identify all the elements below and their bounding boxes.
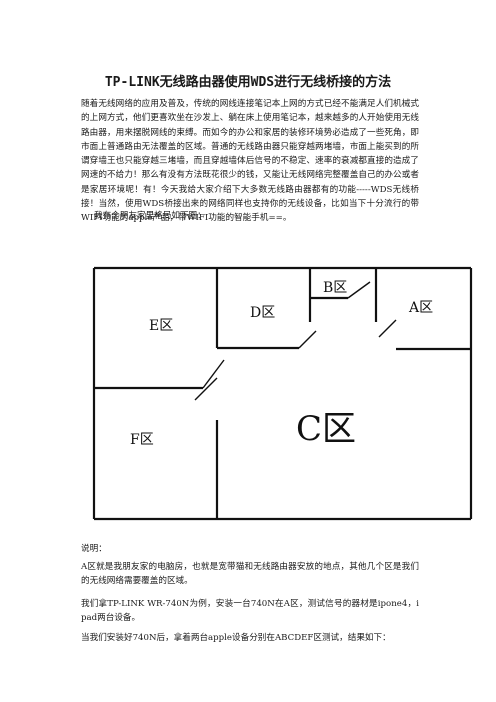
zone-label-e: E区 (149, 318, 173, 334)
layout-intro-paragraph: 我有个朋友家里格局如下图： (94, 211, 206, 221)
note-zone-a-paragraph: A区就是我朋友家的电脑房，也就是宽带猫和无线路由器安放的地点，其他几个区是我们的… (81, 562, 419, 587)
zone-label-a: A区 (408, 300, 433, 316)
door-f-c (194, 377, 218, 401)
zone-label-c: C区 (296, 409, 356, 449)
note-model-paragraph: 我们拿TP-LINK WR-740N为例，安装一台740N在A区，测试信号的器材… (81, 599, 419, 624)
door-e-f (202, 359, 225, 389)
zone-label-d: D区 (250, 305, 275, 321)
note-test-paragraph: 当我们安装好740N后，拿着两台apple设备分别在ABCDEF区测试，结果如下… (81, 633, 391, 643)
door-d (298, 330, 317, 349)
document-title: TP-LINK无线路由器使用WDS进行无线桥接的方法 (104, 75, 392, 90)
zone-label-b: B区 (323, 280, 347, 296)
door-a (378, 319, 397, 338)
door-b (347, 281, 371, 299)
note-label: 说明： (81, 544, 107, 554)
intro-paragraph: 随着无线网络的应用及普及，传统的网线连接笔记本上网的方式已经不能满足人们机械式的… (81, 99, 419, 224)
zone-label-f: F区 (130, 432, 154, 448)
